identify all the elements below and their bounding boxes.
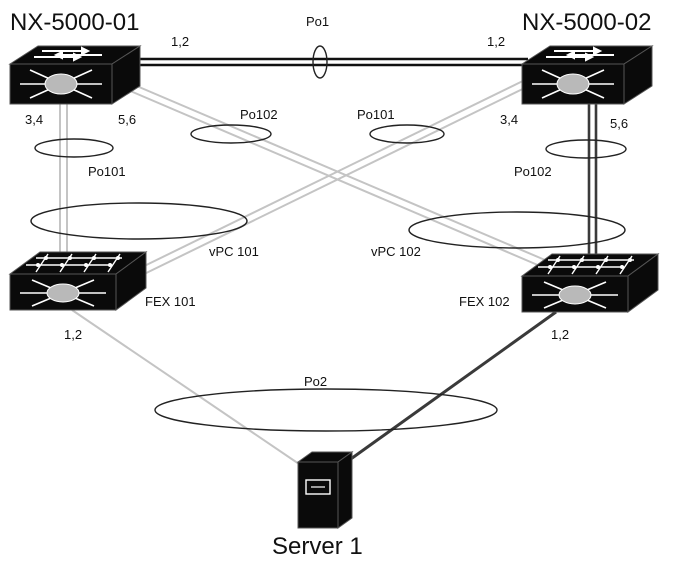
po102-right-ellipse bbox=[545, 139, 627, 159]
vpc102-label: vPC 102 bbox=[371, 244, 421, 259]
nx1-fex102-link-a bbox=[127, 89, 541, 267]
nx2-ports-56-label: 5,6 bbox=[610, 116, 628, 131]
fex101-server-link bbox=[71, 309, 303, 467]
nx2-fex101-link-a bbox=[131, 75, 534, 273]
vpc101-ellipse bbox=[30, 202, 248, 240]
server-icon[interactable] bbox=[296, 451, 354, 529]
nx-5000-02-label: NX-5000-02 bbox=[522, 9, 651, 36]
vpc101-label: vPC 101 bbox=[209, 244, 259, 259]
po1-right-ports-label: 1,2 bbox=[487, 34, 505, 49]
nx-5000-01-label: NX-5000-01 bbox=[10, 9, 139, 36]
fex102-ports-label: 1,2 bbox=[551, 327, 569, 342]
port-channel-ellipses bbox=[30, 45, 627, 432]
server-1-label: Server 1 bbox=[272, 533, 363, 559]
nx-5000-02-switch-icon[interactable] bbox=[521, 45, 653, 105]
po2-ellipse bbox=[154, 388, 498, 432]
po101-right-ellipse bbox=[369, 124, 445, 144]
fex102-server-link bbox=[347, 310, 557, 463]
po1-label: Po1 bbox=[306, 14, 329, 29]
po101-right-label: Po101 bbox=[357, 107, 395, 122]
fex101-label: FEX 101 bbox=[145, 294, 196, 309]
nx2-ports-34-label: 3,4 bbox=[500, 112, 518, 127]
po102-left-label: Po102 bbox=[240, 107, 278, 122]
nx1-ports-34-label: 3,4 bbox=[25, 112, 43, 127]
fex-101-icon[interactable] bbox=[9, 251, 147, 311]
labels: NX-5000-01 NX-5000-02 Po1 1,2 1,2 3,4 5,… bbox=[10, 9, 651, 560]
po1-ellipse bbox=[312, 45, 328, 79]
nx1-ports-56-label: 5,6 bbox=[118, 112, 136, 127]
fex102-label: FEX 102 bbox=[459, 294, 510, 309]
po101-left-ellipse bbox=[34, 138, 114, 158]
po102-right-label: Po102 bbox=[514, 164, 552, 179]
po102-left-ellipse bbox=[190, 124, 272, 144]
fex101-ports-label: 1,2 bbox=[64, 327, 82, 342]
po101-left-label: Po101 bbox=[88, 164, 126, 179]
vpc102-ellipse bbox=[408, 211, 626, 249]
nx-5000-01-switch-icon[interactable] bbox=[9, 45, 141, 105]
po2-label: Po2 bbox=[304, 374, 327, 389]
po1-left-ports-label: 1,2 bbox=[171, 34, 189, 49]
nx2-fex101-link-b bbox=[135, 81, 538, 279]
fex-102-icon[interactable] bbox=[521, 253, 659, 313]
links bbox=[59, 57, 598, 467]
